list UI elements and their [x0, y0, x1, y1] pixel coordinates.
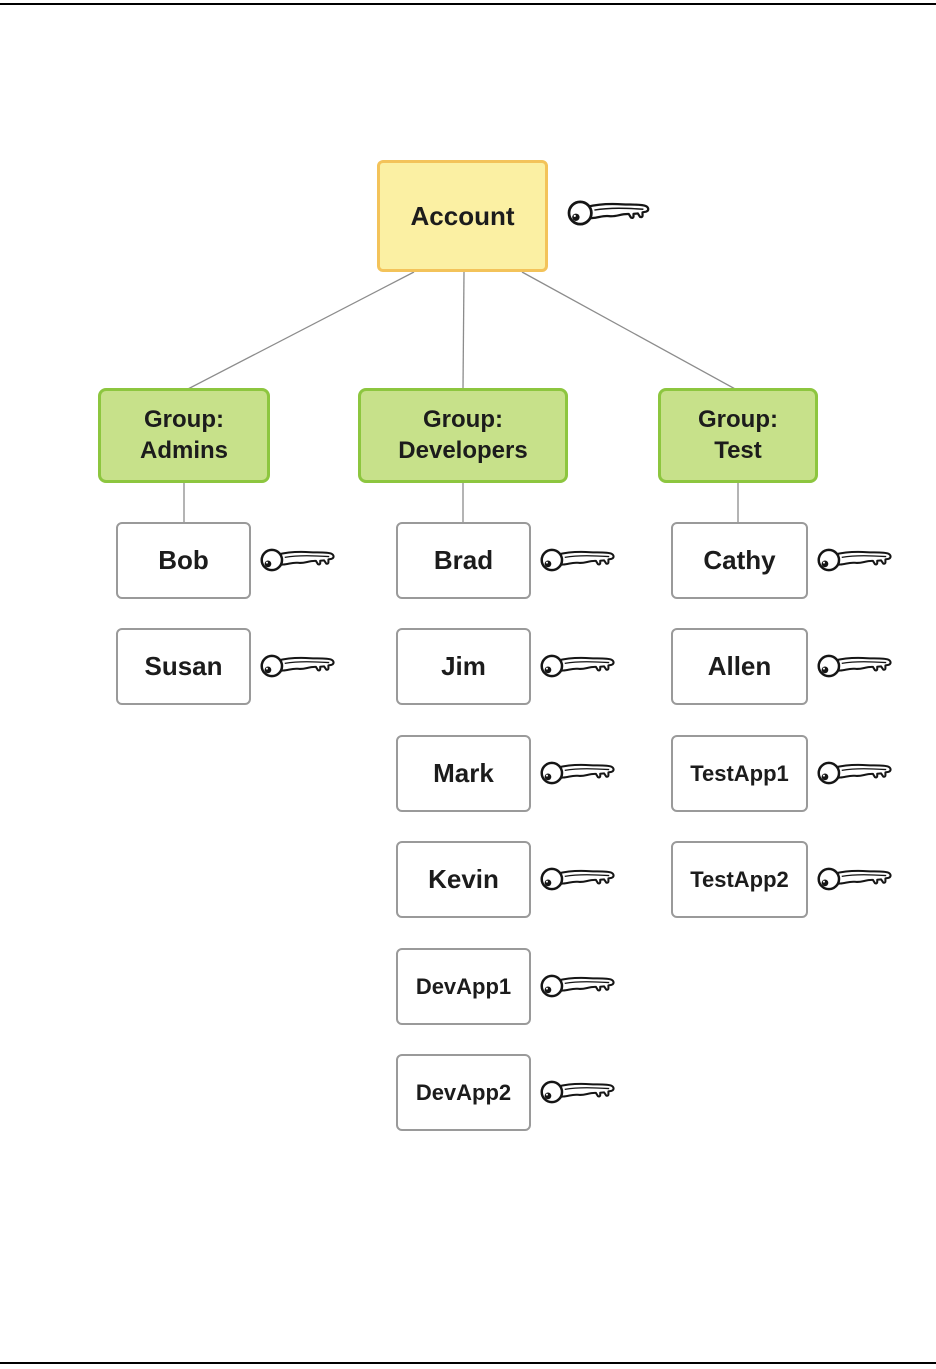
key-icon	[816, 860, 894, 898]
page-bottom-rule	[0, 1362, 936, 1364]
user-node-mark: Mark	[396, 735, 531, 812]
user-node-devapp2: DevApp2	[396, 1054, 531, 1131]
user-node-kevin: Kevin	[396, 841, 531, 918]
page-top-rule	[0, 3, 936, 5]
key-icon	[539, 647, 617, 685]
key-icon	[539, 860, 617, 898]
key-icon	[259, 541, 337, 579]
group-node-developers: Group: Developers	[358, 388, 568, 483]
user-name: Jim	[441, 651, 486, 681]
user-node-brad: Brad	[396, 522, 531, 599]
group-label: Group: Developers	[398, 405, 528, 464]
user-name: Allen	[707, 651, 772, 681]
key-icon	[816, 541, 894, 579]
user-node-testapp2: TestApp2	[671, 841, 808, 918]
user-name: Bob	[158, 545, 209, 575]
user-name: DevApp1	[415, 973, 512, 999]
user-node-testapp1: TestApp1	[671, 735, 808, 812]
edge-account-test	[521, 271, 738, 391]
user-name: Susan	[144, 651, 223, 681]
edge-account-developers	[462, 271, 465, 390]
user-name: Cathy	[703, 545, 776, 575]
key-icon	[539, 967, 617, 1005]
group-label: Group: Test	[698, 405, 778, 464]
user-name: Brad	[433, 545, 494, 575]
account-node: Account	[377, 160, 548, 272]
user-name: TestApp2	[690, 866, 789, 892]
user-name: DevApp2	[415, 1079, 512, 1105]
user-node-susan: Susan	[116, 628, 251, 705]
key-icon	[816, 754, 894, 792]
group-node-admins: Group: Admins	[98, 388, 270, 483]
user-node-jim: Jim	[396, 628, 531, 705]
group-node-test: Group: Test	[658, 388, 818, 483]
key-icon	[539, 754, 617, 792]
user-node-allen: Allen	[671, 628, 808, 705]
group-label: Group: Admins	[139, 405, 228, 464]
key-icon	[816, 647, 894, 685]
user-node-bob: Bob	[116, 522, 251, 599]
key-icon	[566, 192, 652, 234]
user-node-devapp1: DevApp1	[396, 948, 531, 1025]
account-label: Account	[410, 200, 515, 231]
edge-account-admins	[185, 271, 415, 391]
user-name: Kevin	[428, 864, 499, 894]
key-icon	[539, 1073, 617, 1111]
user-name: TestApp1	[690, 760, 789, 786]
user-name: Mark	[433, 758, 494, 788]
user-node-cathy: Cathy	[671, 522, 808, 599]
key-icon	[539, 541, 617, 579]
key-icon	[259, 647, 337, 685]
